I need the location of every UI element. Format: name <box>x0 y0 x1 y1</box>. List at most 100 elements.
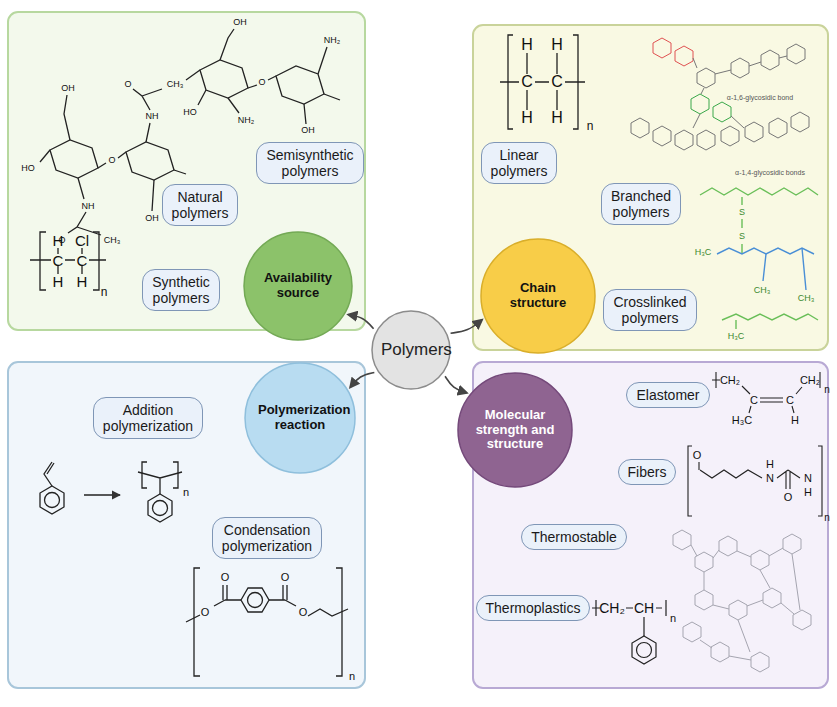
type-label: Addition polymerization <box>103 402 193 434</box>
type-pill: Semisynthetic polymers <box>256 142 363 184</box>
type-pill: Branched polymers <box>601 183 681 225</box>
chem-atom-label: CH₂ <box>720 375 740 386</box>
pet-structure <box>186 568 348 676</box>
chem-atom-label: H₃C <box>695 248 712 257</box>
type-label: Synthetic polymers <box>152 274 210 306</box>
polyethylene-structure <box>500 35 585 129</box>
chem-atom-label: H₃C <box>732 415 752 426</box>
category-label: Molecular strength and structure <box>472 408 559 453</box>
chem-atom-label: CH₃ <box>104 236 121 245</box>
thermoset-network <box>673 530 811 672</box>
chem-atom-label: C <box>786 395 794 406</box>
chem-atom-label: CH₃ <box>167 80 184 89</box>
chem-atom-label: NH₂ <box>238 116 255 125</box>
category-circle: Polymers <box>371 310 451 390</box>
chem-atom-label: H <box>551 110 563 126</box>
chem-atom-label: H <box>791 415 799 426</box>
type-pill: Thermoplastics <box>476 595 591 621</box>
type-label: Linear polymers <box>491 147 548 179</box>
nylon-structure <box>688 446 822 516</box>
chem-atom-label: HO <box>183 108 197 117</box>
chem-atom-label: O <box>258 78 265 87</box>
type-label: Elastomer <box>636 387 699 403</box>
styrene-reaction <box>40 462 182 522</box>
chem-atom-label: O <box>281 572 290 583</box>
pvc-structure <box>30 232 106 290</box>
category-circle: Chain structure <box>480 238 596 354</box>
chem-atom-label: O <box>58 236 65 245</box>
chem-atom-label: O <box>108 156 115 165</box>
category-label: Polymers <box>381 340 441 360</box>
type-label: Semisynthetic polymers <box>266 147 353 179</box>
chem-atom-label: H <box>521 37 533 53</box>
category-arrow <box>451 320 482 333</box>
type-pill: Crosslinked polymers <box>603 289 696 331</box>
chem-atom-label: n <box>101 286 108 298</box>
category-circle: Polymerization reaction <box>244 362 356 474</box>
chem-atom-label: C <box>53 253 64 268</box>
chem-atom-label: OH <box>61 84 75 93</box>
type-pill: Linear polymers <box>481 142 558 184</box>
type-pill: Condensation polymerization <box>212 517 322 559</box>
chem-atom-label: S <box>739 208 745 217</box>
chem-atom-label: O <box>784 492 793 503</box>
chem-atom-label: O <box>124 80 131 89</box>
chem-atom-label: S <box>739 232 745 241</box>
type-pill: Natural polymers <box>162 184 239 226</box>
chem-atom-label: n <box>670 613 676 624</box>
category-circle: Molecular strength and structure <box>457 372 573 488</box>
chem-atom-label: C <box>77 253 88 268</box>
glycogen-structure <box>631 38 809 150</box>
chem-atom-label: n <box>824 385 830 395</box>
chem-atom-label: HO <box>21 164 35 173</box>
chem-atom-label: OH <box>233 18 247 27</box>
type-label: Branched polymers <box>611 188 671 220</box>
chem-atom-label: H <box>804 487 812 498</box>
chem-atom-label: H <box>551 37 563 53</box>
category-arrow <box>348 315 373 329</box>
panel <box>8 12 365 330</box>
type-label: Thermoplastics <box>486 600 581 616</box>
category-label: Chain structure <box>495 281 582 311</box>
chem-atom-label: C <box>750 395 758 406</box>
chem-atom-label: O <box>693 450 702 461</box>
crosslinked-structure <box>700 188 818 329</box>
chem-atom-label: NH <box>146 112 159 121</box>
chitosan-structure <box>186 29 340 124</box>
elastomer-structure <box>712 372 820 413</box>
chem-atom-label: OH <box>145 214 159 223</box>
type-label: Thermostable <box>531 529 617 545</box>
chem-atom-label: O <box>221 572 230 583</box>
type-label: Natural polymers <box>172 189 229 221</box>
category-label: Availability source <box>257 271 340 301</box>
chem-atom-label: NH₂ <box>324 36 341 45</box>
category-circle: Availability source <box>243 231 353 341</box>
chem-atom-label: CH₃ <box>798 294 815 303</box>
chem-atom-label: CH₂ <box>800 375 820 386</box>
category-label: Polymerization reaction <box>258 403 342 433</box>
chem-atom-label: C <box>551 74 563 90</box>
chem-atom-label: CH₂ <box>599 601 625 615</box>
type-pill: Addition polymerization <box>93 397 203 439</box>
type-pill: Fibers <box>618 459 677 485</box>
type-pill: Thermostable <box>521 524 627 550</box>
chem-atom-label: C <box>521 74 533 90</box>
panel <box>473 25 828 350</box>
chem-atom-label: H <box>77 274 88 289</box>
chem-atom-label: n <box>349 671 355 682</box>
chem-atom-label: CH₃ <box>754 286 771 295</box>
chem-atom-label: n <box>824 513 830 523</box>
chem-atom-label: α-1,4-glycosidic bonds <box>735 169 805 176</box>
type-pill: Elastomer <box>626 382 709 408</box>
chem-atom-label: Cl <box>75 233 89 248</box>
type-label: Crosslinked polymers <box>613 294 686 326</box>
type-label: Fibers <box>628 464 667 480</box>
chem-atom-label: H <box>521 110 533 126</box>
chem-atom-label: N <box>804 473 812 484</box>
chem-atom-label: H <box>766 459 774 470</box>
chem-atom-label: H <box>53 274 64 289</box>
chem-atom-label: n <box>183 487 189 498</box>
chem-atom-label: O <box>201 607 210 618</box>
chem-atom-label: N <box>766 473 774 484</box>
chem-atom-label: α-1,6-glycosidic bond <box>727 94 793 101</box>
